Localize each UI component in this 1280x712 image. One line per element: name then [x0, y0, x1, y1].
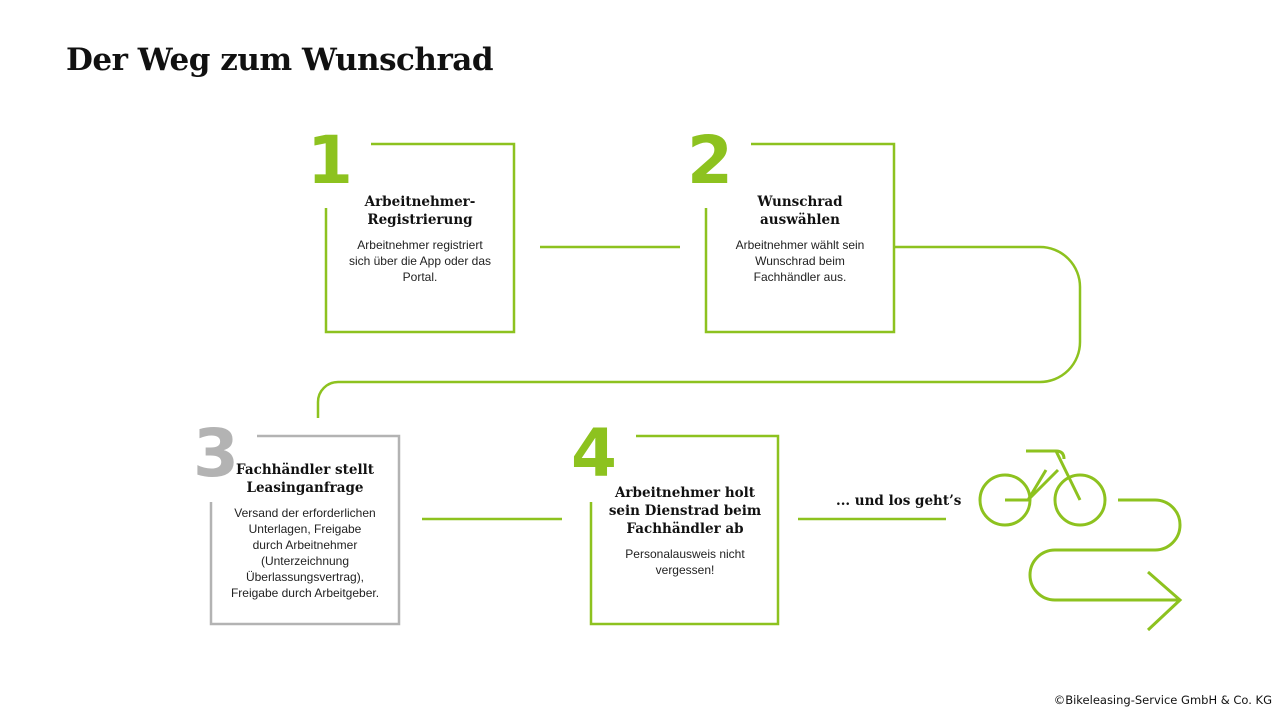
step-3-frame [209, 434, 401, 626]
page-title: Der Weg zum Wunschrad [66, 42, 494, 78]
step-1-description: Arbeitnehmer registriert sich über die A… [348, 238, 492, 284]
step-3-description: Versand der erforderlichen Unterlagen, F… [230, 506, 380, 600]
step-2-description: Arbeitnehmer wählt sein Wunschrad beim F… [735, 238, 865, 284]
step-4-description: Personalausweis nicht vergessen! [625, 547, 745, 577]
bicycle-icon [978, 449, 1107, 527]
route-arrow-icon [1028, 498, 1183, 632]
step-2-frame [704, 142, 896, 334]
final-text: ... und los geht’s [836, 493, 962, 509]
step-1-title: Arbeitnehmer- Registrierung [364, 194, 476, 228]
step-1-number: 1 [307, 122, 353, 199]
step-3-content: Fachhändler stellt Leasinganfrage Versan… [221, 461, 389, 601]
copyright-text: ©Bikeleasing-Service GmbH & Co. KG [1053, 693, 1272, 707]
connector-2-3-curve [316, 245, 1082, 418]
step-2-content: Wunschrad auswählen Arbeitnehmer wählt s… [716, 193, 884, 285]
step-1-content: Arbeitnehmer- Registrierung Arbeitnehmer… [336, 193, 504, 285]
step-2-title: Wunschrad auswählen [757, 194, 843, 228]
step-4-title: Arbeitnehmer holt sein Dienstrad beim Fa… [608, 485, 762, 537]
step-2-number: 2 [687, 122, 733, 199]
step-4-number: 4 [571, 415, 617, 492]
step-3-number: 3 [193, 415, 239, 492]
step-4-content: Arbeitnehmer holt sein Dienstrad beim Fa… [601, 484, 769, 578]
step-1-frame [324, 142, 516, 334]
step-3-title: Fachhändler stellt Leasinganfrage [236, 462, 374, 496]
step-4-frame [589, 434, 780, 626]
